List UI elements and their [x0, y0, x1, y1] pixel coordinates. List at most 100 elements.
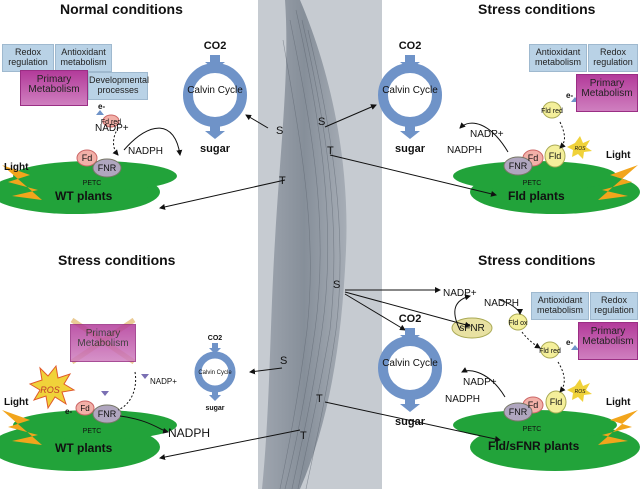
sfnr-label: sFNR [459, 323, 485, 334]
petc-label: PETC [523, 180, 542, 187]
nadph-label: NADPH [484, 298, 519, 309]
fnr-label: FNR [98, 409, 117, 419]
primary-metabolism-box: Primary Metabolism [578, 322, 638, 360]
ros-label: ROS [575, 146, 587, 152]
fd-red-shape [102, 114, 120, 128]
co2-inflow-arrow [400, 328, 420, 343]
sugar-label: sugar [395, 416, 426, 428]
panel-title-normal: Normal conditions [60, 1, 183, 17]
stroma-label: S [276, 125, 283, 137]
co2-inflow-arrow [205, 55, 225, 70]
fld-red-label: Fld red [539, 348, 561, 355]
fnr-shape [503, 156, 533, 176]
panel-stress-fld-sfnr [324, 287, 640, 471]
electron-arrow-icon [571, 345, 579, 350]
nadp-label: NADP+ [470, 129, 504, 140]
co2-inflow-arrow [400, 55, 420, 70]
light-label: Light [606, 150, 631, 161]
nadph-label: NADPH [447, 145, 482, 156]
chloroplast-micrograph [262, 0, 347, 489]
light-label: Light [4, 162, 29, 173]
co2-label: CO2 [399, 40, 422, 52]
redox-regulation-box: Redox regulation [2, 44, 54, 72]
light-bolt-icon [2, 410, 42, 445]
fd-label: Fd [528, 400, 539, 410]
ros-burst-icon [28, 364, 76, 410]
panel-title-stress-fld-sfnr: Stress conditions [478, 252, 596, 268]
primary-metabolism-box: Primary Metabolism [70, 324, 136, 362]
ros-burst-icon [567, 136, 592, 159]
nadph-label: NADPH [128, 146, 163, 157]
nadp-label: NADP+ [95, 123, 129, 134]
thylakoid-label: T [279, 175, 286, 187]
antioxidant-metabolism-box: Antioxidant metabolism [55, 44, 112, 72]
petc-label: PETC [83, 428, 102, 435]
electron-label: e- [566, 338, 573, 347]
fd-label: Fd [528, 153, 539, 163]
fd-red-label: Fd red [101, 119, 121, 126]
stroma-label: S [280, 355, 287, 367]
sugar-outflow-arrow [205, 124, 225, 139]
calvin-label: Calvin Cycle [198, 370, 232, 376]
fld-red-shape [542, 101, 562, 119]
fld-red-shape [540, 341, 560, 359]
primary-metabolism-box: Primary Metabolism [20, 70, 88, 106]
calvin-label: Calvin Cycle [187, 85, 243, 96]
fld-red-label: Fld red [541, 108, 563, 115]
panel-title-stress-fld: Stress conditions [478, 1, 596, 17]
thylakoid-label: T [316, 393, 323, 405]
ros-burst-icon [567, 379, 592, 402]
fld-ox-label: Fld ox [508, 320, 528, 327]
fd-label: Fd [82, 153, 93, 163]
sugar-label: sugar [395, 143, 426, 155]
fd-shape [76, 149, 98, 167]
stroma-label: S [318, 116, 325, 128]
fld-shape [545, 390, 567, 414]
panel-title-stress-wt: Stress conditions [58, 252, 176, 268]
fld-label: Fld [550, 397, 563, 407]
light-bolt-icon [2, 165, 42, 200]
electron-label: e- [566, 91, 573, 100]
antioxidant-metabolism-box: Antioxidant metabolism [531, 292, 589, 320]
co2-label: CO2 [204, 40, 227, 52]
ros-label: ROS [575, 389, 587, 395]
panel-normal-wt [0, 55, 286, 214]
thylakoid-stripes [279, 9, 341, 490]
fnr-label: FNR [98, 163, 117, 173]
nadp-label: NADP+ [150, 377, 177, 386]
electron-label: e- [98, 102, 105, 111]
light-label: Light [4, 397, 29, 408]
developmental-processes-box: Developmental processes [88, 72, 149, 100]
leaf-top [453, 161, 617, 191]
plant-label: Fld plants [508, 189, 565, 203]
down-arrow-icon [101, 391, 109, 396]
leaf-top [13, 161, 177, 191]
nadp-label: NADP+ [463, 377, 497, 388]
redox-regulation-box: Redox regulation [590, 292, 638, 320]
panel-stress-fld [324, 55, 640, 214]
electron-arrow-icon [96, 110, 104, 115]
sfnr-shape [451, 317, 493, 339]
leaf-top [453, 410, 617, 440]
sugar-outflow-arrow [400, 397, 420, 412]
leaf-top [13, 410, 177, 440]
nadph-label: NADPH [168, 426, 210, 440]
fld-label: Fld [549, 151, 562, 161]
plant-label: WT plants [55, 441, 113, 455]
calvin-label: Calvin Cycle [382, 85, 438, 96]
fnr-label: FNR [509, 407, 528, 417]
fd-shape [75, 400, 95, 416]
fnr-shape [92, 404, 122, 424]
sugar-label: sugar [205, 405, 224, 412]
stroma-label: S [333, 279, 340, 291]
fnr-shape [92, 158, 122, 178]
co2-label: CO2 [399, 313, 422, 325]
ros-label: ROS [40, 385, 60, 395]
fnr-shape [503, 402, 533, 422]
panel-stress-wt [0, 317, 301, 471]
plant-label: Fld/sFNR plants [488, 439, 580, 453]
fd-label: Fd [80, 404, 89, 413]
petc-label: PETC [83, 180, 102, 187]
